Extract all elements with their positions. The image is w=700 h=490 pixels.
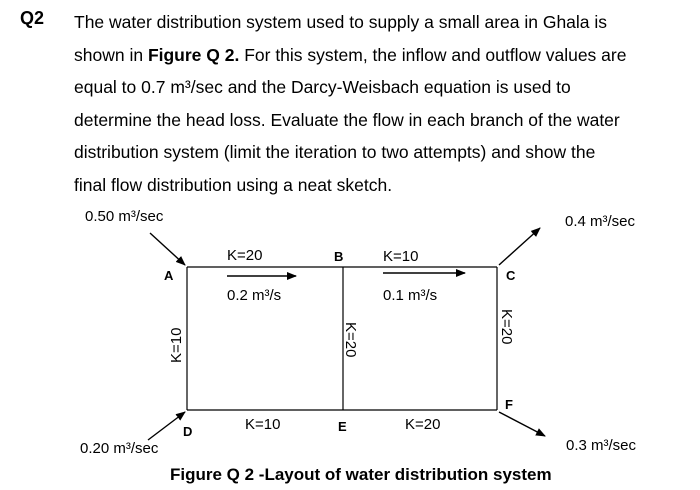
outflow-label-c: 0.4 m³/sec	[565, 213, 636, 230]
question-line-part: shown in	[74, 44, 148, 65]
pipe-de-k-label: K=10	[245, 416, 280, 433]
node-label-f: F	[505, 397, 513, 412]
outflow-arrow-f	[498, 411, 546, 437]
question-line: equal to 0.7 m³/sec and the Darcy-Weisba…	[74, 77, 571, 97]
pipe-ef-k-label: K=20	[405, 416, 440, 433]
inflow-arrow-d	[147, 411, 186, 441]
pipe-cf-k-label: K=20	[498, 309, 515, 344]
question-line-part: For this system, the inflow and outflow …	[239, 44, 627, 65]
question-number: Q2	[20, 8, 45, 28]
node-label-b: B	[334, 249, 343, 264]
question-line: shown in Figure Q 2. For this system, th…	[74, 39, 680, 72]
question-line: distribution system (limit the iteration…	[74, 142, 596, 162]
pipe-ab-flow-label: 0.2 m³/s	[227, 287, 281, 304]
pipe-be-k-label: K=20	[342, 322, 359, 357]
node-label-d: D	[183, 424, 192, 439]
pipe-bc-k-label: K=10	[383, 248, 418, 265]
question-text: The water distribution system used to su…	[74, 6, 680, 201]
inflow-arrow-a	[149, 232, 186, 266]
outflow-arrow-c	[498, 227, 541, 266]
question-line: The water distribution system used to su…	[74, 12, 608, 32]
pipe-bc-flow-label: 0.1 m³/s	[383, 287, 437, 304]
pipe-ab-k-label: K=20	[227, 247, 262, 264]
figure-caption: Figure Q 2 -Layout of water distribution…	[170, 465, 552, 484]
question-line: final flow distribution using a neat ske…	[74, 174, 393, 195]
outflow-label-f: 0.3 m³/sec	[566, 437, 637, 454]
node-label-a: A	[164, 268, 174, 283]
question-line: determine the head loss. Evaluate the fl…	[74, 109, 620, 130]
inflow-label-a: 0.50 m³/sec	[85, 208, 164, 225]
node-label-e: E	[338, 419, 347, 434]
node-label-c: C	[506, 268, 516, 283]
inflow-label-d: 0.20 m³/sec	[80, 440, 159, 457]
figure-reference: Figure Q 2.	[147, 44, 240, 65]
pipe-ad-k-label: K=10	[168, 328, 185, 363]
